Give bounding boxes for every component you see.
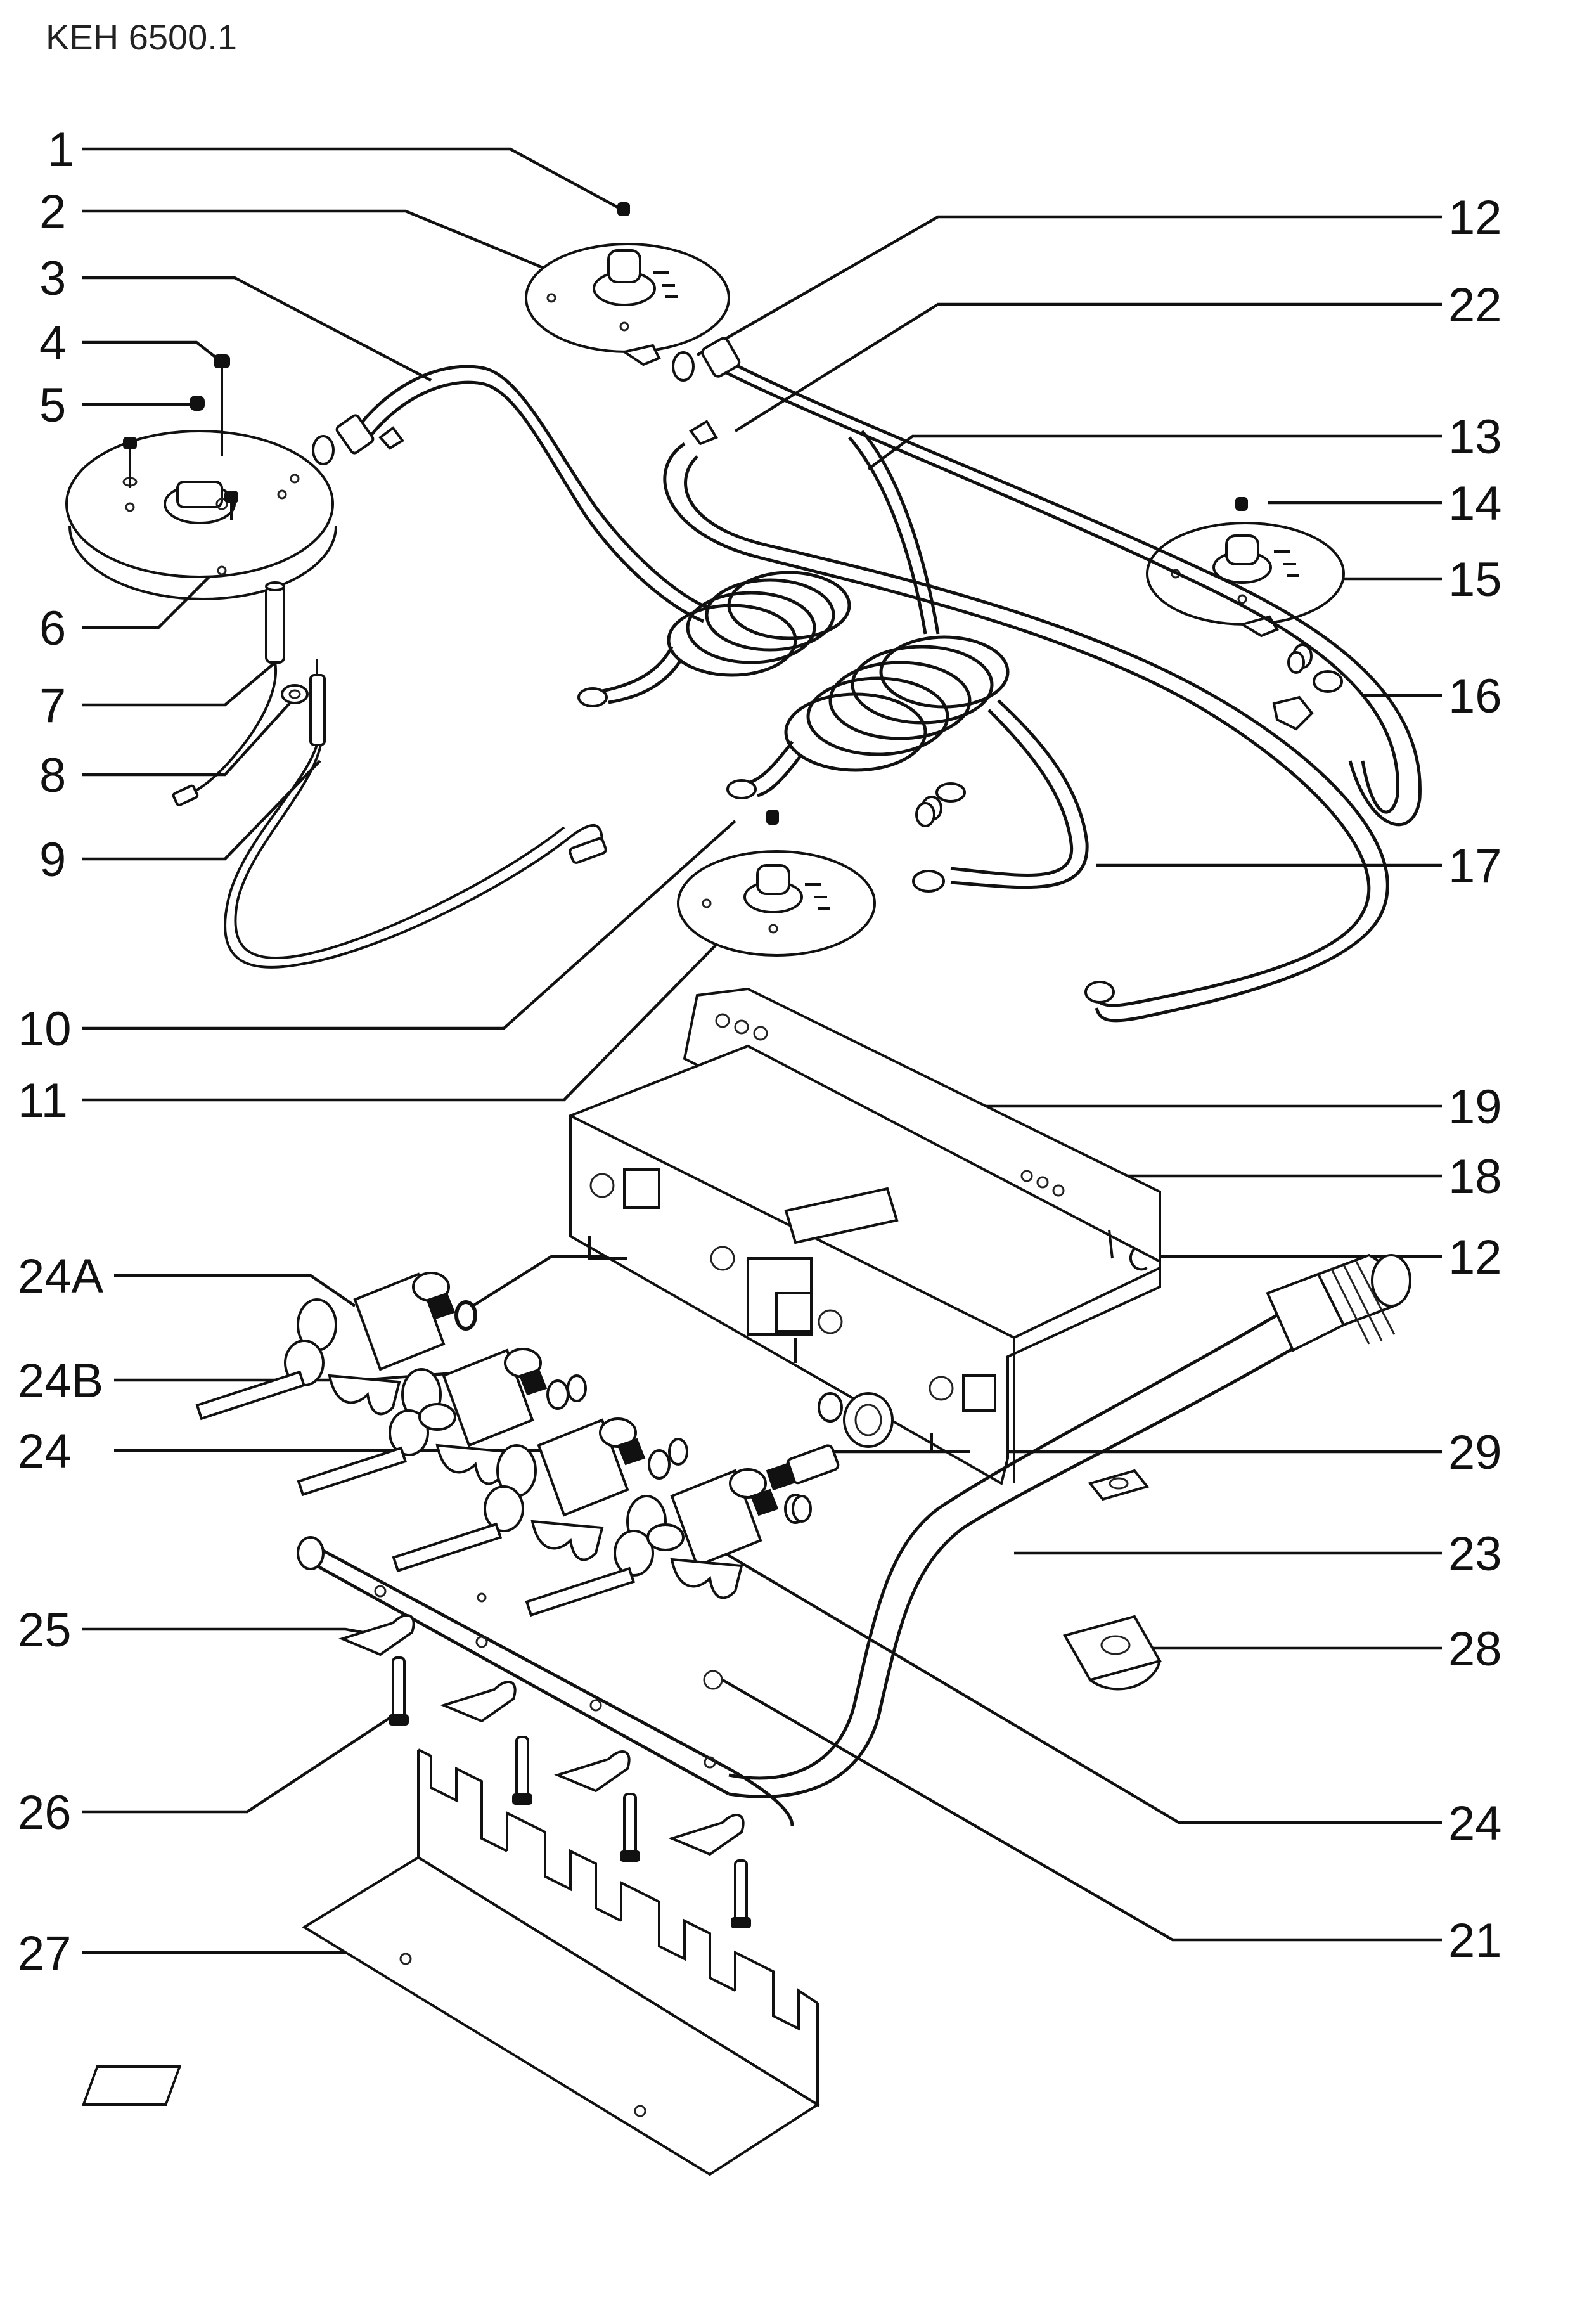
callout-4: 4 (39, 316, 66, 370)
callout-14: 14 (1448, 477, 1502, 531)
burner-cap-right (1146, 497, 1345, 638)
callout-12-mid: 12 (1448, 1230, 1502, 1284)
burner-cap-top (525, 202, 730, 366)
callout-15: 15 (1448, 553, 1502, 607)
callout-24b: 24B (18, 1354, 103, 1408)
callout-6: 6 (39, 602, 66, 655)
callout-19: 19 (1448, 1080, 1502, 1134)
callout-26: 26 (18, 1786, 72, 1840)
callout-2: 2 (39, 185, 66, 239)
callout-22: 22 (1448, 278, 1502, 332)
gas-valves (195, 1272, 894, 1617)
callout-24-right: 24 (1448, 1797, 1502, 1850)
callout-5: 5 (39, 378, 66, 432)
manifold-pipes (297, 1253, 1411, 1826)
valve-24b (297, 1348, 569, 1497)
callout-1: 1 (48, 123, 74, 177)
burner-cap-bottom (677, 810, 876, 957)
callout-27: 27 (18, 1927, 72, 1980)
callout-10: 10 (18, 1002, 72, 1056)
callout-24a: 24A (18, 1249, 104, 1303)
callout-23: 23 (1448, 1527, 1502, 1581)
bracket-27 (81, 1748, 820, 2176)
callout-13: 13 (1448, 410, 1502, 464)
callout-12-top: 12 (1448, 191, 1502, 245)
valve-24-lower (525, 1468, 807, 1617)
callout-8: 8 (39, 749, 66, 803)
callout-24-left: 24 (18, 1424, 72, 1478)
control-panel-box (569, 987, 1161, 1486)
callout-29: 29 (1448, 1426, 1502, 1480)
callout-numbers-right: 12 22 13 14 15 16 17 19 18 12 29 23 28 2… (1448, 191, 1502, 1968)
callout-9: 9 (39, 833, 66, 887)
valve-24a (195, 1272, 477, 1421)
coil-left (577, 571, 851, 707)
callout-18: 18 (1448, 1150, 1502, 1204)
valve-24-upper (392, 1417, 671, 1573)
document-code: KEH 6500.1 (46, 17, 237, 57)
thermocouple-assembly (172, 581, 607, 969)
callout-25: 25 (18, 1603, 72, 1657)
small-parts (456, 651, 1305, 1523)
screws-26 (389, 1656, 751, 1928)
burner-cap-large (65, 354, 337, 600)
callout-17: 17 (1448, 839, 1502, 893)
callout-21: 21 (1448, 1914, 1502, 1968)
clips-25 (338, 1614, 745, 1856)
clip-28 (1062, 1615, 1162, 1691)
callout-28: 28 (1448, 1622, 1502, 1676)
callout-7: 7 (39, 679, 66, 733)
gas-tubes (312, 337, 1422, 1023)
callout-16: 16 (1448, 669, 1502, 723)
callout-11: 11 (18, 1074, 68, 1128)
callout-3: 3 (39, 252, 66, 306)
callout-numbers-left: 1 2 3 4 5 6 7 8 9 10 11 24A 24B 24 25 26… (18, 123, 104, 1980)
